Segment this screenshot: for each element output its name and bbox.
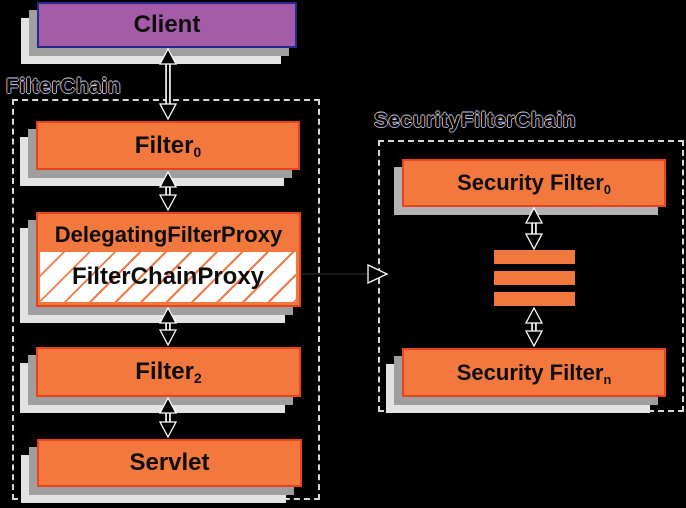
- ellipsis-bar: [494, 292, 575, 306]
- filter0-box: Filter0: [36, 121, 300, 170]
- client-box: Client: [37, 2, 297, 48]
- delegating-filter-proxy-label: DelegatingFilterProxy: [54, 222, 283, 247]
- filter2-label: Filter2: [135, 358, 202, 387]
- filter2-box: Filter2: [36, 347, 301, 397]
- filterchain-title: FilterChain: [6, 75, 122, 98]
- client-label: Client: [133, 11, 201, 38]
- security-filtern-label: Security Filtern: [456, 359, 612, 387]
- servlet-box: Servlet: [37, 439, 302, 487]
- ellipsis-bar: [494, 250, 575, 264]
- delegating-filter-proxy-box: DelegatingFilterProxy FilterChainProxy: [36, 212, 301, 307]
- securityfilterchain-title: SecurityFilterChain: [374, 109, 577, 132]
- security-filtern-box: Security Filtern: [402, 348, 666, 397]
- servlet-label: Servlet: [129, 449, 210, 476]
- filter-chain-proxy-label: FilterChainProxy: [71, 263, 265, 290]
- ellipsis-bar: [494, 271, 575, 285]
- security-filter0-label: Security Filter0: [457, 170, 611, 197]
- filter-chain-proxy-box: FilterChainProxy: [40, 252, 296, 302]
- filter0-label: Filter0: [134, 131, 202, 160]
- security-filter0-box: Security Filter0: [402, 159, 666, 207]
